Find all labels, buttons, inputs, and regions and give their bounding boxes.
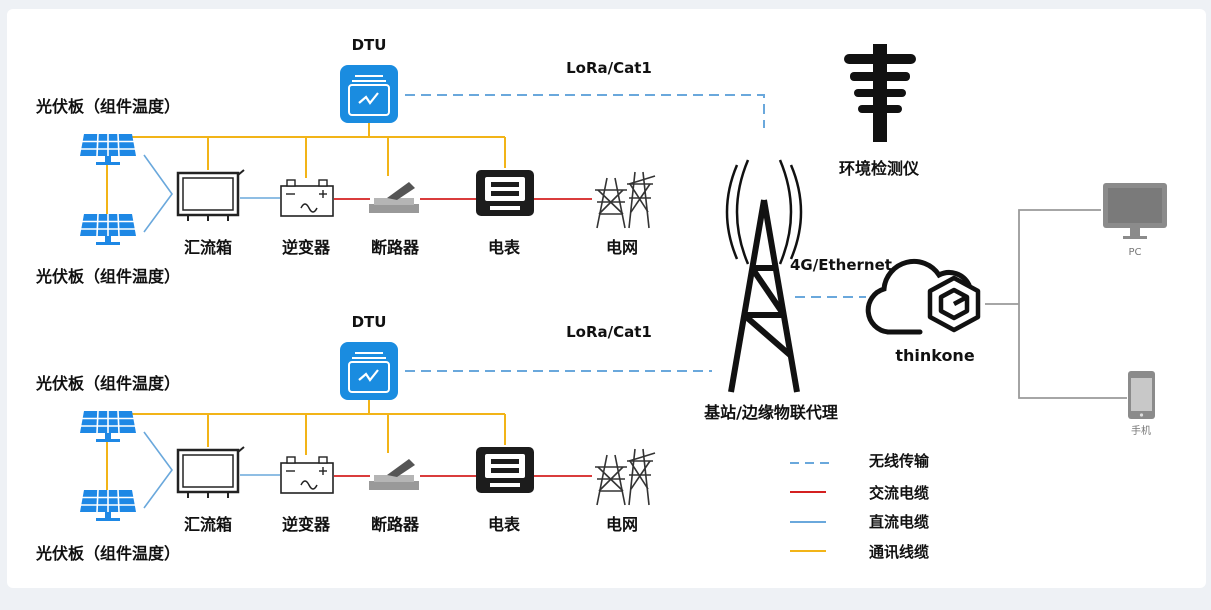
panel-bottom-label: 光伏板（组件温度） <box>35 267 180 286</box>
legend-ac-label: 交流电缆 <box>869 484 929 502</box>
link-label: LoRa/Cat1 <box>566 323 652 341</box>
system-1: DTU LoRa/Cat1 光伏板（组件温度） 光伏板（组件温度） 汇流箱 逆变… <box>35 36 765 286</box>
cloud-icon <box>865 258 972 335</box>
phone-icon <box>1128 371 1155 419</box>
dc-cables-2 <box>143 431 280 509</box>
thinkone-logo-icon <box>927 275 981 333</box>
grid-pylon-icon <box>594 448 656 506</box>
base-station-tower-icon <box>725 159 803 393</box>
legend-comm-label: 通讯线缆 <box>869 543 929 561</box>
legend-dc-label: 直流电缆 <box>869 513 929 531</box>
comm-cables-1 <box>106 123 506 216</box>
panel-top-label: 光伏板（组件温度） <box>35 97 180 116</box>
environment-monitor-icon <box>844 44 916 142</box>
panel-top-label: 光伏板（组件温度） <box>35 374 180 393</box>
dc-cables-1 <box>143 154 280 233</box>
dtu-label: DTU <box>352 313 387 331</box>
tower-label: 基站/边缘物联代理 <box>703 403 838 422</box>
inverter-label: 逆变器 <box>282 238 331 257</box>
breaker-icon <box>369 182 419 213</box>
legend: 无线传输 交流电缆 直流电缆 通讯线缆 <box>790 452 930 561</box>
grid-pylon-icon <box>594 171 656 229</box>
legend-wireless-label: 无线传输 <box>868 452 930 470</box>
pc-label: PC <box>1128 247 1141 258</box>
grid-label: 电网 <box>606 515 638 534</box>
system-2: DTU LoRa/Cat1 光伏板（组件温度） 光伏板（组件温度） 汇流箱 逆变… <box>35 313 712 563</box>
cloud-label: thinkone <box>895 346 975 365</box>
inverter-label: 逆变器 <box>282 515 331 534</box>
combiner-label: 汇流箱 <box>184 515 232 534</box>
wireless-link-1 <box>405 94 765 128</box>
uplink-label: 4G/Ethernet <box>790 256 892 274</box>
dtu-icon <box>338 340 400 402</box>
breaker-icon <box>369 459 419 490</box>
solar-panel-icon <box>79 213 137 246</box>
link-label: LoRa/Cat1 <box>566 59 652 77</box>
solar-panel-icon <box>79 489 137 522</box>
device-connectors <box>985 209 1127 399</box>
phone-label: 手机 <box>1131 424 1151 437</box>
panel-bottom-label: 光伏板（组件温度） <box>35 544 180 563</box>
meter-icon <box>476 447 534 493</box>
solar-panel-icon <box>79 410 137 443</box>
combiner-box-icon <box>176 445 246 500</box>
env-monitor-label: 环境检测仪 <box>839 159 920 178</box>
solar-panel-icon <box>79 133 137 166</box>
dtu-label: DTU <box>352 36 387 54</box>
grid-label: 电网 <box>606 238 638 257</box>
inverter-icon <box>280 456 334 494</box>
meter-label: 电表 <box>488 238 521 257</box>
breaker-label: 断路器 <box>371 238 420 257</box>
combiner-box-icon <box>176 168 246 223</box>
meter-label: 电表 <box>488 515 521 534</box>
breaker-label: 断路器 <box>371 515 420 534</box>
dtu-icon <box>338 63 400 125</box>
combiner-label: 汇流箱 <box>184 238 232 257</box>
inverter-icon <box>280 179 334 217</box>
meter-icon <box>476 170 534 216</box>
pc-icon <box>1103 183 1167 239</box>
